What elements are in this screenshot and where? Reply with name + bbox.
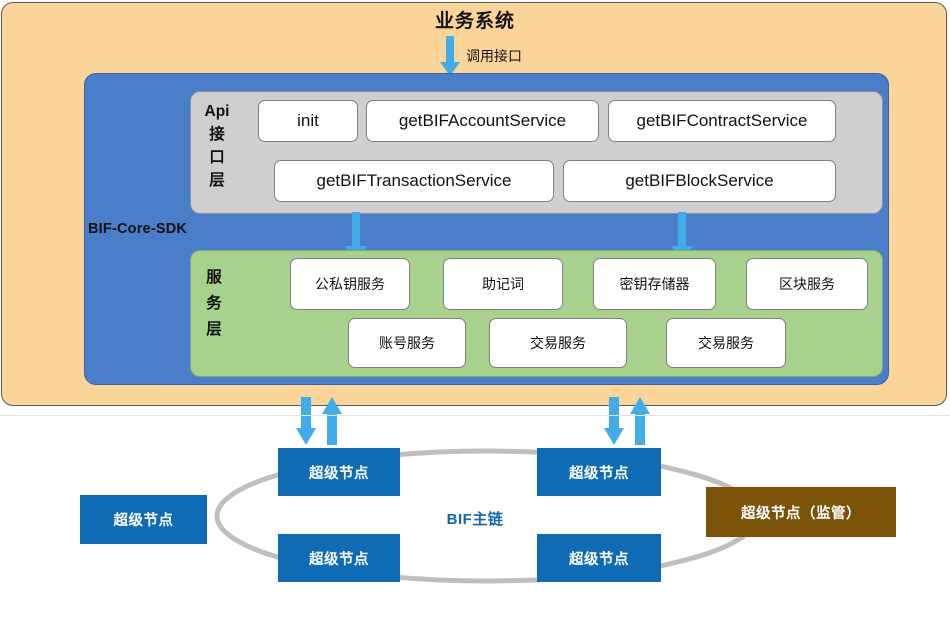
arrow-down-icon <box>296 397 316 445</box>
api-method-button[interactable]: getBIFTransactionService <box>274 160 554 202</box>
super-node-regulator[interactable]: 超级节点（监管） <box>706 487 896 537</box>
api-layer-label-line-0: Api <box>204 103 230 120</box>
arrow-down-icon <box>604 397 624 445</box>
service-layer-label-line-1: 务 <box>206 295 222 312</box>
bif-main-chain-area <box>0 406 950 635</box>
super-node[interactable]: 超级节点 <box>80 495 207 544</box>
section-divider <box>0 415 950 416</box>
service-module-box[interactable]: 公私钥服务 <box>290 258 410 310</box>
api-method-button[interactable]: getBIFBlockService <box>563 160 836 202</box>
api-layer-label-line-3: 层 <box>209 172 225 189</box>
service-module-box[interactable]: 交易服务 <box>489 318 627 368</box>
chain-center-label: BIF主链 <box>446 511 504 528</box>
super-node[interactable]: 超级节点 <box>537 534 661 582</box>
api-method-button[interactable]: getBIFAccountService <box>366 100 599 142</box>
arrow-up-icon <box>322 397 342 445</box>
sdk-label: BIF-Core-SDK <box>88 221 188 237</box>
service-layer-label-line-0: 服 <box>206 269 222 286</box>
service-layer-label: 服 务 层 <box>196 265 232 343</box>
service-module-box[interactable]: 交易服务 <box>666 318 786 368</box>
arrow-down-up-pair-icon <box>296 397 342 445</box>
api-method-button[interactable]: init <box>258 100 358 142</box>
api-layer-label: Api 接 口 层 <box>196 100 238 192</box>
service-layer-label-line-2: 层 <box>206 321 222 338</box>
page-title: 业务系统 <box>434 11 515 32</box>
service-module-box[interactable]: 密钥存储器 <box>593 258 716 310</box>
super-node[interactable]: 超级节点 <box>278 534 400 582</box>
arrow-down-up-pair-icon <box>604 397 650 445</box>
api-layer-label-line-1: 接 <box>209 126 225 143</box>
arrow-down-icon <box>671 212 693 262</box>
arrow-up-icon <box>630 397 650 445</box>
super-node[interactable]: 超级节点 <box>278 448 400 496</box>
service-module-box[interactable]: 助记词 <box>443 258 563 310</box>
api-method-button[interactable]: getBIFContractService <box>608 100 836 142</box>
arrow-down-icon <box>345 212 367 262</box>
call-interface-label: 调用接口 <box>466 48 522 64</box>
service-module-box[interactable]: 区块服务 <box>746 258 868 310</box>
service-module-box[interactable]: 账号服务 <box>348 318 466 368</box>
arrow-down-icon <box>440 36 460 76</box>
super-node[interactable]: 超级节点 <box>537 448 661 496</box>
api-layer-label-line-2: 口 <box>209 149 225 166</box>
